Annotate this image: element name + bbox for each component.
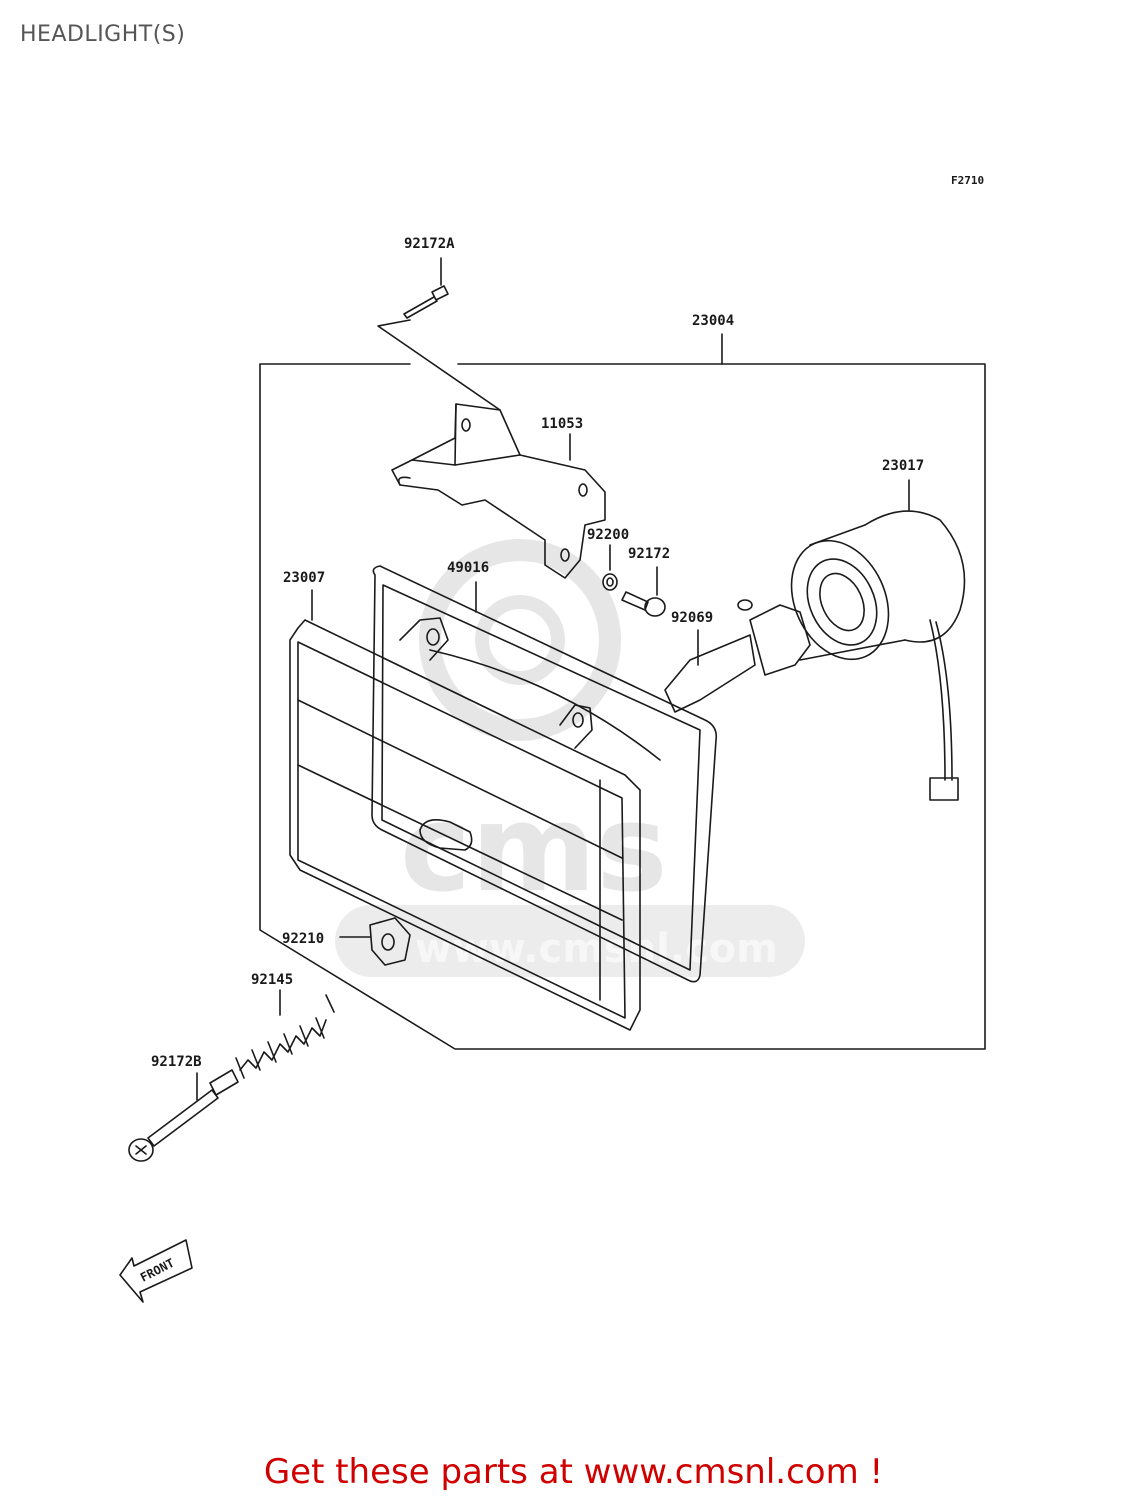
part-label-49016[interactable]: 49016 [447,560,489,576]
page-title: HEADLIGHT(S) [20,22,186,47]
front-arrow-label: FRONT [138,1256,177,1285]
nut-92210 [339,917,411,966]
front-arrow-icon [119,1239,193,1303]
footer-parts-link[interactable]: Get these parts at www.cmsnl.com ! [263,1452,884,1492]
spring-92145 [235,989,335,1079]
part-label-92069[interactable]: 92069 [671,610,713,626]
part-label-11053[interactable]: 11053 [541,416,583,432]
part-label-92172b[interactable]: 92172B [151,1054,202,1070]
part-label-23007[interactable]: 23007 [283,570,325,586]
socket-23017 [790,479,966,801]
part-label-23017[interactable]: 23017 [882,458,924,474]
washer-92200 [602,544,618,591]
screw-92172 [621,566,666,617]
watermark-url-text: www.cmsnl.com [415,926,778,972]
watermark-logo: cms www.cmsnl.com [335,539,805,977]
headlight-unit-23007 [289,589,661,1031]
bulb-92069 [664,599,811,713]
screw-92172a [377,257,501,411]
bracket-11053 [391,403,606,579]
watermark-logo-text: cms [400,780,668,919]
figure-code: F2710 [951,174,984,187]
part-label-92145[interactable]: 92145 [251,972,293,988]
part-label-92172a[interactable]: 92172A [404,236,455,252]
part-label-23004[interactable]: 23004 [692,313,734,329]
part-label-92210[interactable]: 92210 [282,931,324,947]
part-label-92200[interactable]: 92200 [587,527,629,543]
assembly-outline [259,333,986,1050]
part-label-92172[interactable]: 92172 [628,546,670,562]
screw-92172b [128,1069,239,1162]
